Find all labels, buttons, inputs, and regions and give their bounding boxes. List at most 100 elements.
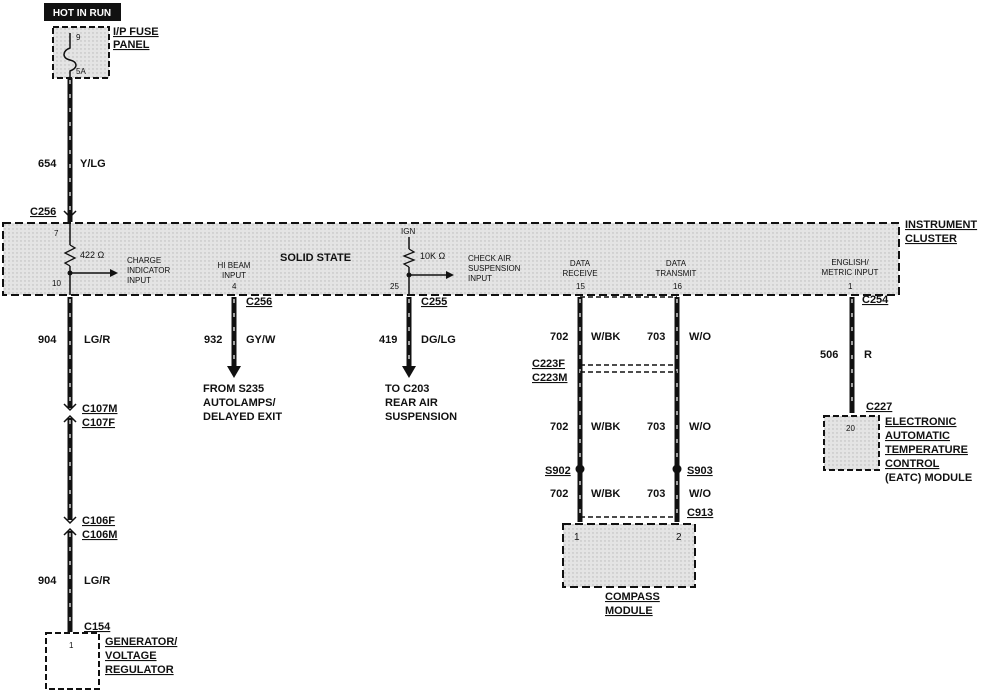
connector-c256-symbol <box>63 210 77 219</box>
resistor-10k-icon <box>402 248 416 268</box>
wire-419 <box>402 297 416 378</box>
wire-702-color-2: W/BK <box>591 421 620 433</box>
wire-904-color-1: LG/R <box>84 334 110 346</box>
eng-label-2: METRIC INPUT <box>822 268 879 277</box>
eatc-pin: 20 <box>846 424 855 433</box>
wire-419-dest-3: SUSPENSION <box>385 411 457 423</box>
checkair-label-2: SUSPENSION <box>468 264 521 273</box>
eatc-label-4: CONTROL <box>885 458 940 470</box>
pin-4: 4 <box>232 282 237 291</box>
connector-c223f: C223F <box>532 358 565 370</box>
wire-654-circuit: 654 <box>38 158 57 170</box>
pin-15: 15 <box>576 282 585 291</box>
wire-703-color-3: W/O <box>689 488 711 500</box>
instrument-cluster-box <box>2 222 900 296</box>
connector-c107-symbol <box>63 403 77 423</box>
compass-module-box <box>562 523 696 588</box>
eng-label-1: ENGLISH/ <box>831 258 869 267</box>
pin-1: 1 <box>848 282 853 291</box>
rx-label-2: RECEIVE <box>562 269 597 278</box>
generator-label-3: REGULATOR <box>105 664 174 676</box>
fuse-panel-label-1: I/P FUSE <box>113 26 159 38</box>
arrow-icon-2 <box>446 271 454 279</box>
pin-10: 10 <box>52 279 61 288</box>
fuse-panel-box <box>52 26 110 79</box>
wire-702-color-1: W/BK <box>591 331 620 343</box>
splice-s902: S902 <box>545 465 571 477</box>
connector-c107m: C107M <box>82 403 117 415</box>
wire-419-dest-1: TO C203 <box>385 383 429 395</box>
splice-s902-dot <box>575 464 585 474</box>
connector-c154: C154 <box>84 621 111 633</box>
pin-25: 25 <box>390 282 399 291</box>
wire-654-color: Y/LG <box>80 158 106 170</box>
connector-c255: C255 <box>421 296 447 308</box>
wire-904-circuit-1: 904 <box>38 334 57 346</box>
splice-s903-dot <box>672 464 682 474</box>
wire-932-dest-1: FROM S235 <box>203 383 264 395</box>
generator-pin: 1 <box>69 641 74 650</box>
generator-box <box>45 632 100 690</box>
eatc-label-2: AUTOMATIC <box>885 430 950 442</box>
charge-label-2: INDICATOR <box>127 266 170 275</box>
charge-label-3: INPUT <box>127 276 151 285</box>
wire-904-circuit-2: 904 <box>38 575 57 587</box>
wire-932-color: GY/W <box>246 334 276 346</box>
wire-703-circuit-3: 703 <box>647 488 665 500</box>
connector-c254: C254 <box>862 294 889 306</box>
connector-c106f: C106F <box>82 515 115 527</box>
hot-in-run-tag <box>44 3 121 21</box>
fuse-icon <box>63 33 77 78</box>
wire-904-color-2: LG/R <box>84 575 110 587</box>
wire-506-circuit: 506 <box>820 349 838 361</box>
checkair-label-1: CHECK AIR <box>468 254 511 263</box>
resistor-10k-label: 10K Ω <box>420 251 446 261</box>
charge-label-1: CHARGE <box>127 256 161 265</box>
resistor-422-label: 422 Ω <box>80 250 105 260</box>
tx-label-1: DATA <box>666 259 687 268</box>
pin-16: 16 <box>673 282 682 291</box>
wire-419-circuit: 419 <box>379 334 397 346</box>
wire-702-color-3: W/BK <box>591 488 620 500</box>
wire-702-circuit-1: 702 <box>550 331 568 343</box>
wire-419-color: DG/LG <box>421 334 456 346</box>
connector-c913: C913 <box>687 507 713 519</box>
connector-c106m: C106M <box>82 529 117 541</box>
fuse-rating: 5A <box>76 67 86 76</box>
wire-506-color: R <box>864 349 872 361</box>
compass-label-2: MODULE <box>605 605 653 617</box>
cluster-label-1: INSTRUMENT <box>905 219 977 231</box>
hibeam-label-1: HI BEAM <box>218 261 251 270</box>
eatc-label-1: ELECTRONIC <box>885 416 957 428</box>
connector-c106-symbol <box>63 516 77 536</box>
wire-702-circuit-2: 702 <box>550 421 568 433</box>
connector-c256-hibeam: C256 <box>246 296 272 308</box>
wire-419-dest-2: REAR AIR <box>385 397 438 409</box>
rx-label-1: DATA <box>570 259 591 268</box>
splice-s903: S903 <box>687 465 713 477</box>
generator-label-2: VOLTAGE <box>105 650 157 662</box>
wire-702-circuit-3: 702 <box>550 488 568 500</box>
cluster-label-2: CLUSTER <box>905 233 957 245</box>
compass-label-1: COMPASS <box>605 591 660 603</box>
fuse-number: 9 <box>76 33 81 42</box>
pin-7: 7 <box>54 229 59 238</box>
eatc-module-box <box>823 415 880 471</box>
wire-703-color-1: W/O <box>689 331 711 343</box>
resistor-422-icon <box>63 244 77 267</box>
hibeam-label-2: INPUT <box>222 271 246 280</box>
wire-932-dest-2: AUTOLAMPS/ <box>203 397 276 409</box>
ign-label: IGN <box>401 227 415 236</box>
solid-state-label: SOLID STATE <box>280 252 351 264</box>
eatc-label-5: (EATC) MODULE <box>885 472 972 484</box>
tx-label-2: TRANSMIT <box>656 269 697 278</box>
generator-label-1: GENERATOR/ <box>105 636 177 648</box>
connector-c227: C227 <box>866 401 892 413</box>
hot-in-run-label: HOT IN RUN <box>53 8 111 19</box>
wire-932-circuit: 932 <box>204 334 222 346</box>
arrow-icon <box>110 269 118 277</box>
wire-703-color-2: W/O <box>689 421 711 433</box>
connector-c223m: C223M <box>532 372 567 384</box>
